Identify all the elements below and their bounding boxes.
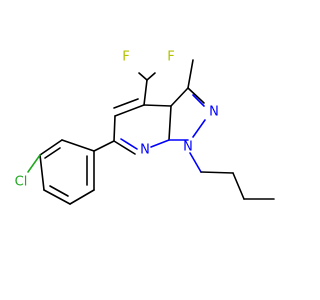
atom-f-right-label: F xyxy=(167,50,174,65)
bond-aryl-3 xyxy=(39,154,45,191)
bond-pyridine-c7a-c3a xyxy=(168,105,172,141)
bond-methyl xyxy=(187,59,194,89)
bond-pyrazole-c3a-c3 xyxy=(170,87,189,107)
bond-pyridine-c4-c5 xyxy=(114,104,145,117)
bond-pyrazole-c3-n2-double xyxy=(192,94,205,107)
atom-cl-label: Cl xyxy=(15,175,28,190)
bond-aryl-1 xyxy=(61,139,95,152)
bond-pyridine-c4-c5-double xyxy=(113,98,139,109)
bond-pyridine-n-c7a xyxy=(150,139,170,148)
bond-aryl-2 xyxy=(39,139,63,156)
atom-n-butyl-label: N xyxy=(183,140,193,155)
molecule-canvas: F F N N N Cl xyxy=(14,49,275,205)
bond-aryl-4-double xyxy=(49,185,69,197)
atom-n-pyrazole-label: N xyxy=(209,105,219,120)
bond-chf2-f-right xyxy=(146,72,156,81)
bond-pyrazole-c3-n2 xyxy=(187,87,205,104)
bond-aryl-link xyxy=(93,140,115,152)
bond-aryl-5 xyxy=(69,189,95,205)
bond-pyridine-c3a-c4 xyxy=(143,104,172,107)
bond-aryl-4 xyxy=(43,189,71,205)
bond-aryl-2-double xyxy=(44,147,61,159)
atom-n-pyridine-label: N xyxy=(140,143,150,158)
atom-f-left-label: F xyxy=(122,50,129,65)
molecule-structure-diagram: F F N N N Cl xyxy=(15,50,275,205)
bond-chf2-f-left xyxy=(138,72,148,81)
bond-aryl-chlorine xyxy=(27,154,41,173)
bond-butyl-3 xyxy=(232,172,245,200)
bond-butyl-2 xyxy=(200,171,234,174)
bond-chf2-to-ring xyxy=(143,79,148,106)
bond-pyridine-c5-c6 xyxy=(113,115,116,142)
bond-pyrazole-n2-n1 xyxy=(192,119,206,138)
bond-pyridine-c6-n xyxy=(113,140,136,155)
bond-pyridine-c6-n-double xyxy=(120,138,138,150)
bond-butyl-1 xyxy=(189,152,202,173)
